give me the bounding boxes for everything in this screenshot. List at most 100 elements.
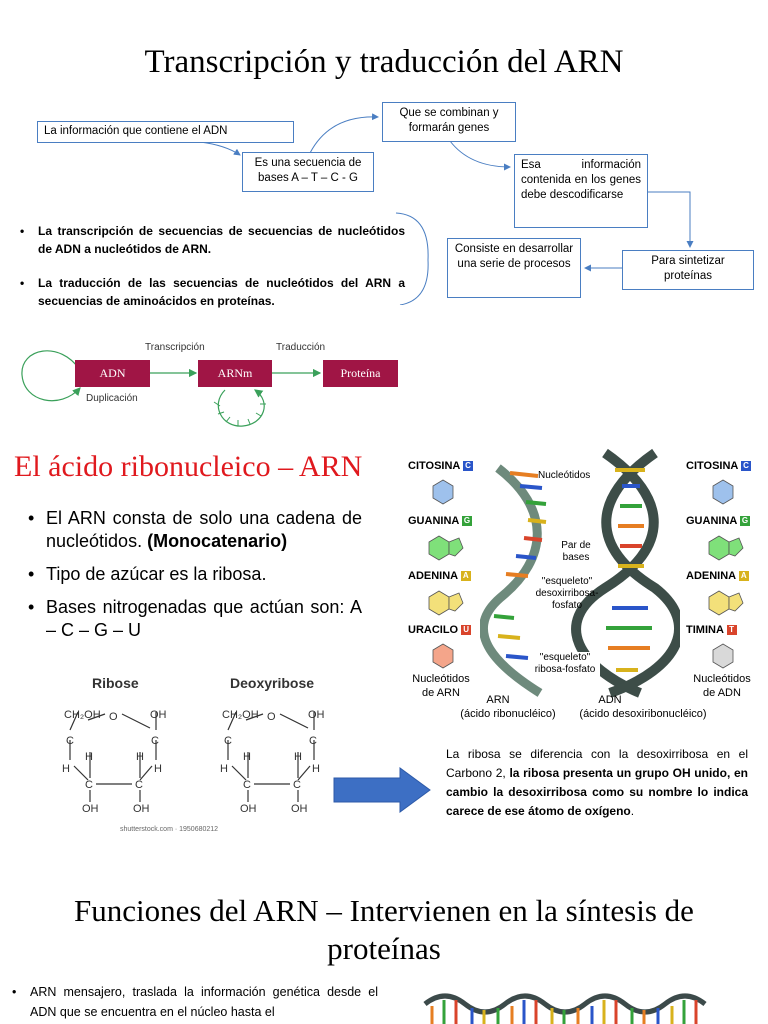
concept-box-sintetizar: Para sintetizar proteínas (622, 250, 754, 290)
bullet-arn-mensajero: ARN mensajero, traslada la información g… (12, 982, 378, 1022)
label-esqueleto-simple: "esqueleto" ribosa-fosfato (530, 652, 600, 676)
section1-title: Transcripción y traducción del ARN (144, 44, 624, 80)
concept-box-consiste: Consiste en desarrollar una serie de pro… (447, 238, 581, 298)
deoxy-oh-top: OH (308, 709, 325, 721)
label-par-bases: Par de bases (561, 540, 591, 563)
flow-label-traduccion: Traducción (276, 342, 326, 353)
ribosa-text-c: . (630, 804, 635, 818)
flow-box-proteina: Proteína (323, 360, 398, 387)
bullet-monocatenario: El ARN consta de solo una cadena de nucl… (28, 507, 362, 553)
deoxy-c3: C (243, 779, 251, 791)
right-base-2-name: ADENINA (686, 570, 736, 582)
right-base-0-name: CITOSINA (686, 460, 738, 472)
right-base-0-tag: C (741, 461, 752, 472)
ribose-h3: H (136, 751, 144, 763)
ribose-oh-top: OH (150, 709, 167, 721)
deoxy-oh-right: OH (291, 803, 308, 815)
label-nucleotidos: Nucleótidos (538, 470, 591, 481)
concept-box-secuencia: Es una secuencia de bases A – T – C - G (242, 152, 374, 192)
left-base-3: URACILO U (408, 624, 472, 636)
right-base-3-name: TIMINA (686, 624, 724, 636)
left-base-3-name: URACILO (408, 624, 459, 636)
label-nucleotidos-adn: Nucleótidos de ADN (693, 673, 751, 699)
deoxy-oh-left: OH (240, 803, 257, 815)
deoxy-ch2oh: CH₂OH (222, 709, 259, 721)
right-base-1: GUANINA G (686, 515, 750, 527)
ribose-label: Ribose (92, 675, 139, 691)
right-base-2: ADENINA A (686, 570, 749, 582)
ribose-o: O (109, 711, 118, 723)
deoxy-c2: C (309, 735, 317, 747)
section3-title: Funciones del ARN – Intervienen en la sí… (74, 893, 694, 966)
bullet-bases: Bases nitrogenadas que actúan son: A – C… (28, 596, 362, 642)
right-base-1-tag: G (740, 516, 750, 527)
bullet-transcripcion: La transcripción de secuencias de secuen… (20, 222, 405, 258)
deoxy-h3: H (294, 751, 302, 763)
ribosa-text-a: La ribosa se diferencia con la desoxirri… (446, 747, 748, 780)
right-base-3: TIMINA T (686, 624, 737, 636)
label-adn-sub: (ácido desoxiribonucléico) (579, 708, 707, 720)
left-base-1: GUANINA G (408, 515, 472, 527)
left-base-1-name: GUANINA (408, 515, 459, 527)
ribose-c3: C (85, 779, 93, 791)
ribose-h2: H (85, 751, 93, 763)
deoxy-c1: C (224, 735, 232, 747)
label-nucleotidos-arn: Nucleótidos de ARN (412, 673, 470, 699)
flow-arrows (21, 350, 322, 427)
concept-box-combinan: Que se combinan y formarán genes (382, 102, 516, 142)
label-arn-sub: (ácido ribonucléico) (460, 708, 556, 720)
ribosa-explanation: La ribosa se diferencia con la desoxirri… (446, 745, 748, 821)
deoxy-h4: H (312, 763, 320, 775)
ribose-c2: C (151, 735, 159, 747)
ribose-oh-left: OH (82, 803, 99, 815)
section2-title: El ácido ribonucleico – ARN (14, 450, 363, 483)
left-base-2: ADENINA A (408, 570, 471, 582)
ribose-h4: H (154, 763, 162, 775)
deoxy-h1: H (220, 763, 228, 775)
left-base-3-tag: U (461, 625, 472, 636)
ribosa-text-b: la ribosa presenta un grupo OH unido, en… (446, 766, 748, 818)
right-base-1-name: GUANINA (686, 515, 737, 527)
dna-rna-diagram: CITOSINA C GUANINA G ADENINA A URACILO U… (400, 448, 768, 728)
rna-strand-illustration (423, 993, 707, 1024)
left-base-0: CITOSINA C (408, 460, 474, 472)
right-molecules (708, 479, 744, 669)
right-base-2-tag: A (738, 571, 749, 582)
deoxy-c4: C (293, 779, 301, 791)
label-esqueleto-doble: "esqueleto" desoxirribosa-fosfato (535, 576, 599, 611)
ribose-h1: H (62, 763, 70, 775)
shutterstock-credit: shutterstock.com · 1950680212 (120, 826, 219, 833)
flow-box-adn: ADN (75, 360, 150, 387)
left-base-2-name: ADENINA (408, 570, 458, 582)
ribose-structure: CH₂OH O OH C C H H H H C C OH OH (62, 709, 167, 815)
ribose-c4: C (135, 779, 143, 791)
deoxy-h2: H (243, 751, 251, 763)
bullet-ribosa: Tipo de azúcar es la ribosa. (28, 563, 362, 586)
left-molecules (428, 479, 464, 669)
section1-bullets: La transcripción de secuencias de secuen… (20, 222, 405, 310)
label-adn: ADN (598, 694, 622, 706)
left-base-1-tag: G (462, 516, 472, 527)
concept-box-info: La información que contiene el ADN (37, 121, 294, 143)
section3-bullets: ARN mensajero, traslada la información g… (12, 982, 378, 1022)
deoxyribose-label: Deoxyribose (230, 675, 315, 691)
left-base-0-tag: C (463, 461, 474, 472)
ribose-c1: C (66, 735, 74, 747)
blue-arrow-icon (333, 767, 431, 813)
bullet-monocatenario-bold: (Monocatenario) (147, 531, 288, 551)
right-base-0: CITOSINA C (686, 460, 752, 472)
label-arn: ARN (486, 694, 510, 706)
flow-label-duplicacion: Duplicación (86, 393, 138, 404)
left-base-0-name: CITOSINA (408, 460, 460, 472)
deoxy-o: O (267, 711, 276, 723)
bullet-traduccion: La traducción de las secuencias de nucle… (20, 274, 405, 310)
right-base-3-tag: T (726, 625, 737, 636)
left-base-2-tag: A (460, 571, 471, 582)
bullet-monocatenario-text: El ARN consta de solo una cadena de nucl… (46, 508, 362, 551)
concept-map-connectors (199, 113, 694, 305)
ribose-ch2oh: CH₂OH (64, 709, 101, 721)
flow-label-transcripcion: Transcripción (145, 342, 205, 353)
ribose-oh-right: OH (133, 803, 150, 815)
section2-bullets: El ARN consta de solo una cadena de nucl… (28, 507, 362, 642)
flow-box-arnm: ARNm (198, 360, 272, 387)
